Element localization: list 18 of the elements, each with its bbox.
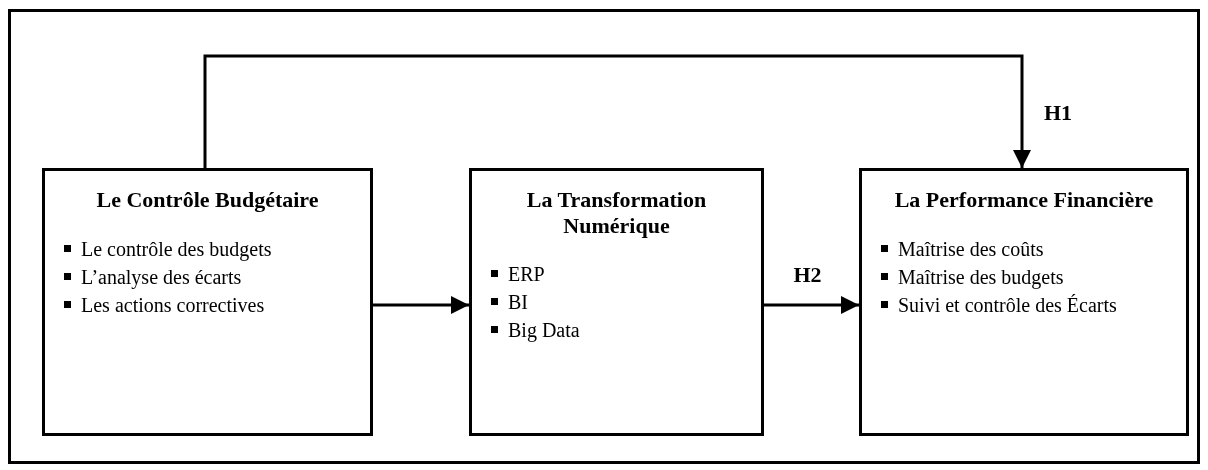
concept-box: [859, 168, 1189, 436]
bullet-text: Maîtrise des budgets: [898, 265, 1064, 288]
bullet-text: Les actions correctives: [81, 293, 265, 316]
bullet-text: Le contrôle des budgets: [81, 237, 272, 260]
bullet-text: L’analyse des écarts: [81, 265, 242, 288]
arrow: [764, 296, 859, 314]
concept-box: [42, 168, 373, 436]
arrow: [203, 54, 1031, 168]
bullet-text: ERP: [508, 263, 545, 286]
box-heading: Le Contrôle Budgétaire: [95, 187, 320, 213]
arrow: [373, 296, 469, 314]
bullet-text: Maîtrise des coûts: [898, 237, 1044, 260]
box-heading: La Performance Financière: [893, 187, 1155, 213]
bullet-text: Suivi et contrôle des Écarts: [898, 293, 1117, 316]
box-heading: La Transformation Numérique: [525, 187, 708, 239]
concept-box: [469, 168, 764, 436]
bullet-text: BI: [508, 291, 528, 314]
bullet-text: Big Data: [508, 319, 580, 342]
